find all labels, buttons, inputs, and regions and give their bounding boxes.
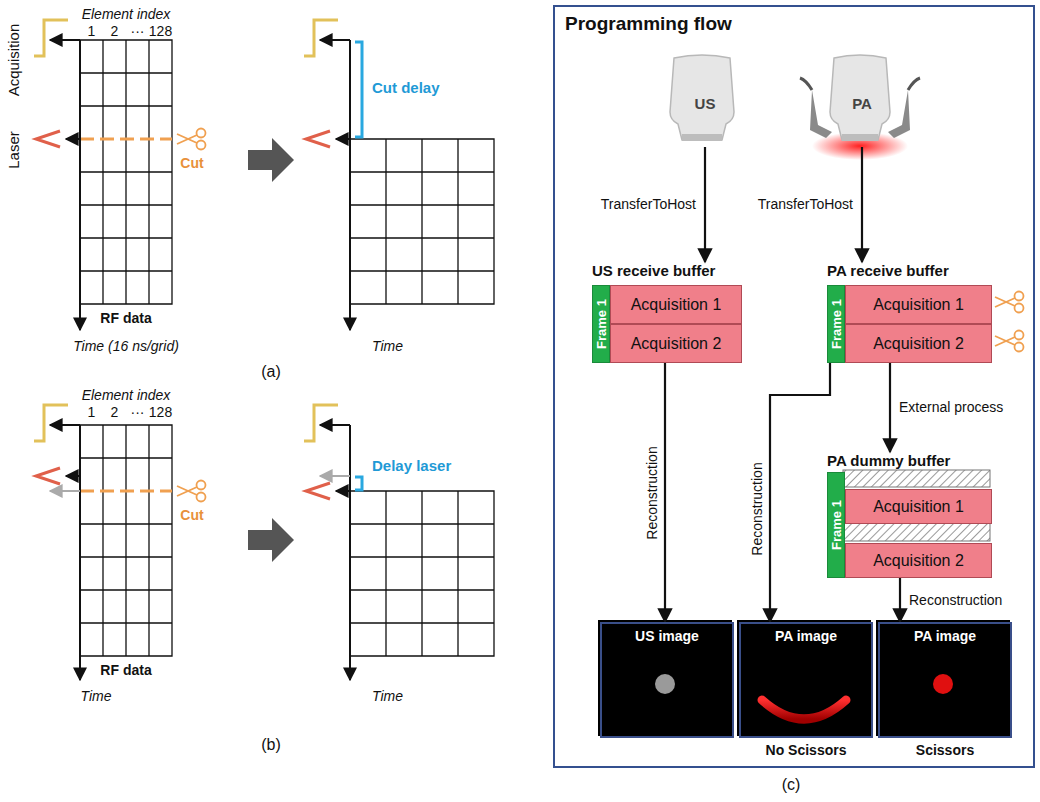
label-text: 2 (111, 404, 119, 420)
frame-node: Frame 1 (592, 285, 610, 363)
node-caption: Scissors (870, 742, 1020, 758)
label-text: ··· (131, 23, 145, 39)
node-label: PA receive buffer (827, 262, 949, 279)
node-label: US receive buffer (592, 262, 715, 279)
edge-label: TransferToHost (600, 196, 697, 212)
node-label: PA dummy buffer (827, 452, 950, 469)
acq-node: Acquisition 1 (610, 285, 742, 324)
label-text: Time (16 ns/grid) (73, 338, 179, 354)
node-label: US (670, 95, 740, 112)
label-text: Element index (82, 387, 171, 403)
edge-label: External process (898, 399, 1004, 415)
edge-label: Reconstruction (644, 445, 660, 540)
flow-arrow (770, 363, 830, 622)
node-label: PA image (880, 628, 1010, 644)
label-text: Cut (180, 155, 203, 171)
label-text: (c) (782, 776, 801, 794)
acq-node: Acquisition 1 (845, 285, 992, 324)
label-text: Time (372, 688, 403, 704)
flow-arrow (889, 363, 891, 452)
node-label: Acquisition 2 (873, 335, 964, 353)
node-label: Frame 1 (829, 500, 844, 550)
label-text: Element index (82, 6, 171, 22)
acq-node: Acquisition 1 (845, 489, 992, 524)
label-text: (b) (261, 736, 281, 754)
label-text: 1 (88, 404, 96, 420)
label-text: RF data (100, 310, 151, 326)
node-label: Acquisition 1 (631, 296, 722, 314)
node-label: Acquisition 1 (873, 498, 964, 516)
edge-label: Reconstruction (908, 592, 1003, 608)
flow-arrow (704, 147, 706, 262)
node-label: PA (828, 95, 896, 112)
label-text: Delay laser (372, 457, 451, 474)
buf-node: US receive bufferFrame 1 Acquisition 1 Acq… (592, 262, 742, 363)
flow-arrow (899, 578, 901, 622)
label-text: Time (81, 688, 112, 704)
frame-node: Frame 1 (827, 285, 845, 363)
frame-node: Frame 1 (827, 472, 845, 578)
panel-node: Programming flowUS PA US receive bufferFra… (553, 5, 1035, 768)
buf-node: PA dummy bufferFrame 1 Acquisition 1 Acqui… (827, 452, 992, 578)
node-label: Frame 1 (829, 299, 844, 349)
label-text: Acquisition (5, 24, 22, 97)
img-node: PA imageNo Scissors (739, 622, 873, 738)
label-text: (a) (261, 363, 281, 381)
label-text: Cut delay (372, 79, 440, 96)
img-node: PA imageScissors (878, 622, 1012, 738)
edge-label: Reconstruction (749, 461, 765, 556)
acq-node: Acquisition 2 (610, 324, 742, 363)
label-text: 2 (111, 23, 119, 39)
label-text: Laser (5, 131, 22, 169)
label-text: 128 (149, 23, 172, 39)
node-label: Programming flow (565, 13, 732, 35)
buf-node: PA receive bufferFrame 1 Acquisition 1 Acq… (827, 262, 992, 363)
acq-node: Acquisition 2 (845, 324, 992, 363)
edge-label: TransferToHost (757, 196, 854, 212)
label-text: Time (372, 338, 403, 354)
label-text: RF data (100, 662, 151, 678)
node-label: Acquisition 1 (873, 296, 964, 314)
node-caption: No Scissors (731, 742, 881, 758)
label-text: Cut (180, 507, 203, 523)
flow-arrow (664, 363, 666, 622)
label-text: 128 (149, 404, 172, 420)
node-label: Acquisition 2 (631, 335, 722, 353)
label-text: ··· (131, 404, 145, 420)
node-label: PA image (741, 628, 871, 644)
img-node: US image (600, 622, 734, 738)
node-label: Acquisition 2 (873, 552, 964, 570)
label-text: 1 (88, 23, 96, 39)
node-label: US image (602, 628, 732, 644)
flow-arrow (861, 147, 863, 262)
probe-node: PA (828, 57, 896, 147)
node-label: Frame 1 (594, 299, 609, 349)
probe-node: US (670, 57, 740, 147)
acq-node: Acquisition 2 (845, 543, 992, 578)
